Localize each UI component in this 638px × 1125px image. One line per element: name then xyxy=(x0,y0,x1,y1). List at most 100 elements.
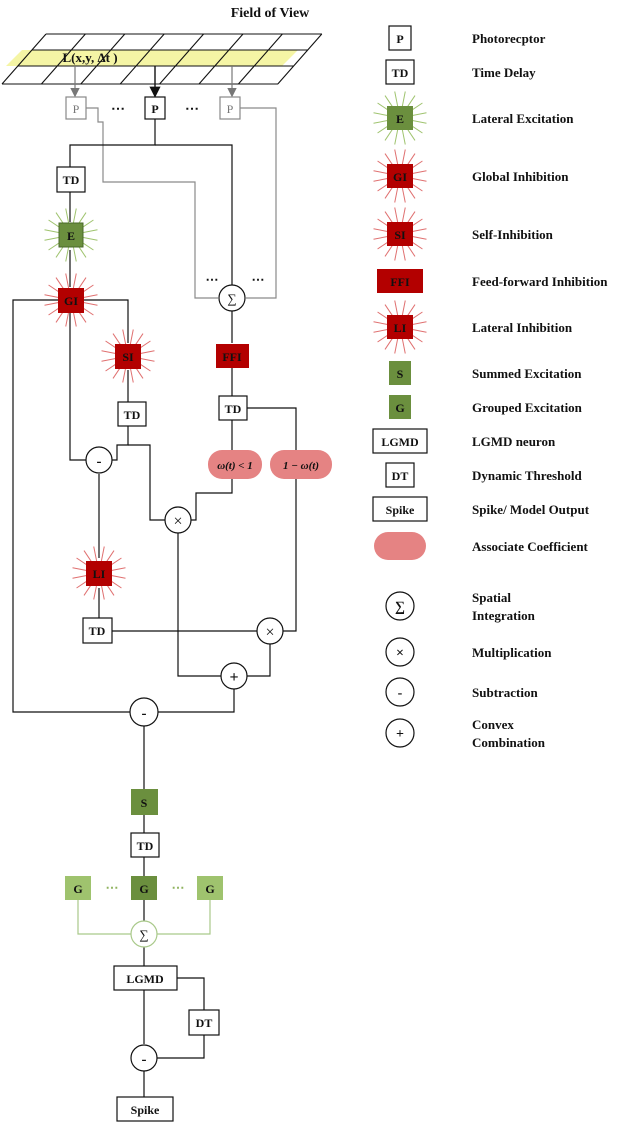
svg-text:E: E xyxy=(67,229,75,243)
svg-text:1 − ω(t): 1 − ω(t) xyxy=(283,460,319,472)
field-of-view-grid xyxy=(1,33,323,85)
legend-label: Combination xyxy=(472,735,546,750)
legend-item: SI Self-Inhibition xyxy=(373,207,554,261)
legend-item: GI Global Inhibition xyxy=(373,149,569,203)
legend-symbol: + xyxy=(396,727,404,742)
grouped-excitation-right: G xyxy=(197,876,223,900)
time-delay-excitation: TD xyxy=(56,166,86,193)
svg-text:-: - xyxy=(142,706,147,722)
self-inhibition-node: SI xyxy=(115,344,141,369)
svg-text:-: - xyxy=(142,1052,147,1068)
svg-text:P: P xyxy=(227,102,234,116)
spike-output-node: Spike xyxy=(116,1096,174,1122)
legend-label: Dynamic Threshold xyxy=(472,468,582,483)
legend-symbol: LGMD xyxy=(381,435,419,449)
svg-text:G: G xyxy=(73,882,82,896)
subtraction-node-2: - xyxy=(129,697,159,727)
svg-text:+: + xyxy=(229,669,238,686)
svg-text:TD: TD xyxy=(89,624,106,638)
ellipsis-g-left: ⋯ xyxy=(106,880,119,895)
photoreceptor-right: P xyxy=(219,96,241,120)
ellipsis-top-left: ⋯ xyxy=(111,102,125,117)
svg-text:LGMD: LGMD xyxy=(126,972,164,986)
svg-text:Spike: Spike xyxy=(131,1103,160,1117)
photoreceptor-left: P xyxy=(65,96,87,120)
field-of-view-title: Field of View xyxy=(231,6,310,21)
legend-symbol: E xyxy=(396,112,404,126)
time-delay-summed: TD xyxy=(130,832,160,858)
legend-label: Lateral Inhibition xyxy=(472,320,573,335)
legend-symbol: P xyxy=(396,32,403,46)
legend-label: Photorecptor xyxy=(472,31,546,46)
multiplication-node-1: × xyxy=(164,506,192,534)
legend-symbol: Spike xyxy=(386,503,415,517)
svg-text:S: S xyxy=(141,796,148,810)
legend-label: Summed Excitation xyxy=(472,366,582,381)
legend-item: ×Multiplication xyxy=(385,637,552,667)
input-luminance-label: L(x,y, Δt ) xyxy=(62,50,117,65)
legend-symbol: LI xyxy=(394,321,407,335)
ellipsis-sum-right: ⋯ xyxy=(252,272,265,287)
svg-text:G: G xyxy=(205,882,214,896)
legend-label: Associate Coefficient xyxy=(472,539,589,554)
svg-text:SI: SI xyxy=(122,350,134,364)
svg-text:TD: TD xyxy=(124,408,141,422)
legend-label: Global Inhibition xyxy=(472,169,569,184)
legend-label: Grouped Excitation xyxy=(472,400,583,415)
legend-symbol: × xyxy=(396,646,404,661)
time-delay-lateral-inhibition: TD xyxy=(82,617,113,644)
ellipsis-top-right: ⋯ xyxy=(185,102,199,117)
svg-text:GI: GI xyxy=(64,294,78,308)
svg-text:∑: ∑ xyxy=(139,927,148,942)
convex-combination-node: + xyxy=(220,662,248,690)
svg-text:TD: TD xyxy=(225,402,242,416)
legend-label: Integration xyxy=(472,608,536,623)
subtraction-node-1: - xyxy=(85,446,113,474)
legend-label: LGMD neuron xyxy=(472,434,556,449)
legend-label: Time Delay xyxy=(472,65,536,80)
legend-label: Spike/ Model Output xyxy=(472,502,590,517)
wires xyxy=(12,107,297,1097)
legend-item: G Grouped Excitation xyxy=(389,395,583,419)
legend-symbol: DT xyxy=(392,469,409,483)
grouped-excitation-left: G xyxy=(65,876,91,900)
legend-item: LGMD LGMD neuron xyxy=(372,428,556,454)
svg-text:G: G xyxy=(139,882,148,896)
global-inhibition-node: GI xyxy=(58,288,84,313)
legend-coefficient-swatch xyxy=(374,532,426,560)
spatial-integration-node: ∑ xyxy=(218,284,246,312)
svg-text:P: P xyxy=(151,102,158,116)
legend-label: Subtraction xyxy=(472,685,539,700)
legend-item: P Photorecptor xyxy=(388,25,546,51)
legend-item: TD Time Delay xyxy=(385,59,536,85)
legend-symbol: SI xyxy=(394,228,406,242)
svg-text:-: - xyxy=(97,454,102,470)
summed-excitation-node: S xyxy=(131,789,158,815)
legend-item: Associate Coefficient xyxy=(374,532,589,560)
time-delay-self-inhibition: TD xyxy=(117,401,147,427)
legend-item: Spike Spike/ Model Output xyxy=(372,496,590,522)
legend-item: DT Dynamic Threshold xyxy=(385,462,582,488)
legend-symbol: TD xyxy=(392,66,409,80)
coefficient-one-minus-omega: 1 − ω(t) xyxy=(270,450,332,479)
ellipsis-g-right: ⋯ xyxy=(172,880,185,895)
legend-label: Self-Inhibition xyxy=(472,227,554,242)
multiplication-node-2: × xyxy=(256,617,284,645)
svg-text:LI: LI xyxy=(93,567,106,581)
svg-text:ω(t) < 1: ω(t) < 1 xyxy=(217,460,253,472)
legend-symbol: - xyxy=(398,686,403,701)
lateral-excitation-node: E xyxy=(58,222,84,248)
subtraction-node-3: - xyxy=(130,1044,158,1072)
lateral-inhibition-node: LI xyxy=(86,561,112,586)
svg-text:TD: TD xyxy=(137,839,154,853)
legend-symbol: GI xyxy=(393,170,407,184)
legend-symbol: G xyxy=(395,401,404,415)
legend-label: Spatial xyxy=(472,590,511,605)
svg-text:TD: TD xyxy=(63,173,80,187)
coefficient-omega: ω(t) < 1 xyxy=(208,450,262,479)
